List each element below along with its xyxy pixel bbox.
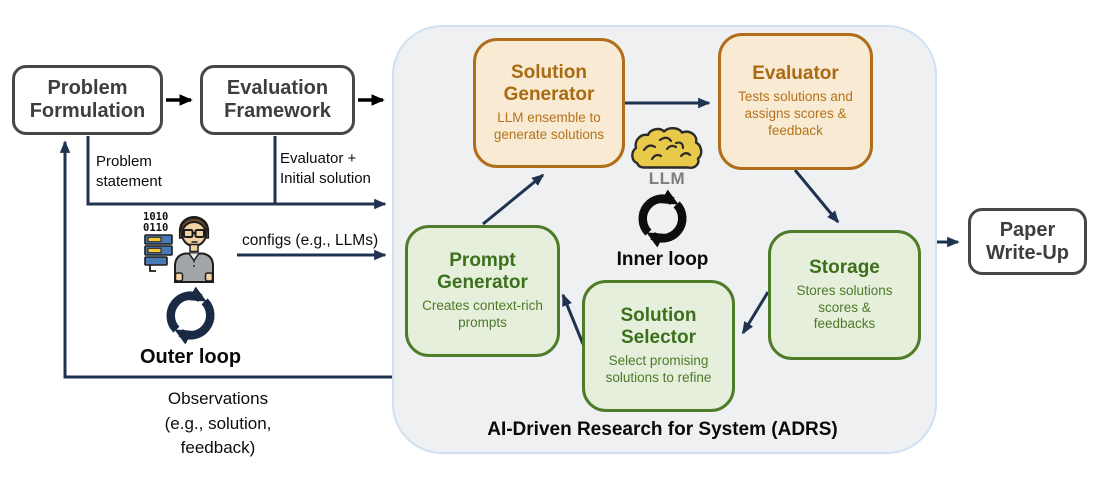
node-title: Evaluation Framework — [224, 77, 331, 122]
node-title: Prompt Generator — [437, 250, 528, 294]
node-paper-writeup: Paper Write-Up — [968, 208, 1087, 275]
arrow-evaluator-to-storage — [793, 169, 840, 224]
arrow-prompt-to-generator — [482, 173, 545, 226]
node-storage: Storage Stores solutions scores & feedba… — [768, 230, 921, 360]
llm-brain-icon — [631, 127, 703, 169]
inner-loop-icon — [638, 189, 687, 248]
node-solution-generator: Solution Generator LLM ensemble to gener… — [473, 38, 625, 168]
binary-text-line1: 1010 — [143, 211, 168, 223]
arrow-problem-statement — [86, 136, 387, 210]
node-problem-formulation: Problem Formulation — [12, 65, 163, 135]
node-title: Solution Generator — [503, 62, 595, 106]
label-inner-loop: Inner loop — [616, 249, 709, 270]
label-observations: Observations (e.g., solution, feedback) — [164, 389, 272, 458]
node-title: Problem Formulation — [29, 77, 146, 122]
server-icon — [144, 234, 173, 272]
node-title: Paper Write-Up — [986, 218, 1069, 264]
label-evaluator-initial-solution: Evaluator + Initial solution — [280, 150, 371, 187]
arrow-selector-to-prompt — [561, 293, 585, 345]
node-solution-selector: Solution Selector Select promising solut… — [582, 280, 735, 412]
label-outer-loop: Outer loop — [139, 346, 242, 368]
node-title: Evaluator — [752, 63, 839, 85]
node-desc: LLM ensemble to generate solutions — [493, 110, 605, 143]
arrow-storage-to-selector — [741, 291, 770, 335]
node-evaluator: Evaluator Tests solutions and assigns sc… — [718, 33, 873, 170]
person-figure — [174, 216, 214, 283]
node-desc: Stores solutions scores & feedbacks — [796, 282, 893, 332]
node-prompt-generator: Prompt Generator Creates context-rich pr… — [405, 225, 560, 357]
researcher-icon: 1010 0110 — [143, 211, 214, 283]
binary-text-line2: 0110 — [143, 222, 168, 234]
label-llm: LLM — [648, 169, 686, 188]
node-title: Solution Selector — [620, 305, 697, 349]
arrow-observations-feedback — [59, 140, 392, 379]
node-desc: Tests solutions and assigns scores & fee… — [738, 89, 853, 138]
adrs-caption: AI-Driven Research for System (ADRS) — [487, 419, 838, 440]
label-configs: configs (e.g., LLMs) — [242, 232, 379, 249]
node-evaluation-framework: Evaluation Framework — [200, 65, 355, 135]
node-desc: Creates context-rich prompts — [422, 298, 543, 331]
node-title: Storage — [809, 256, 880, 278]
node-desc: Select promising solutions to refine — [605, 353, 712, 386]
outer-loop-icon — [166, 286, 215, 345]
label-problem-statement: Problem statement — [96, 153, 162, 190]
